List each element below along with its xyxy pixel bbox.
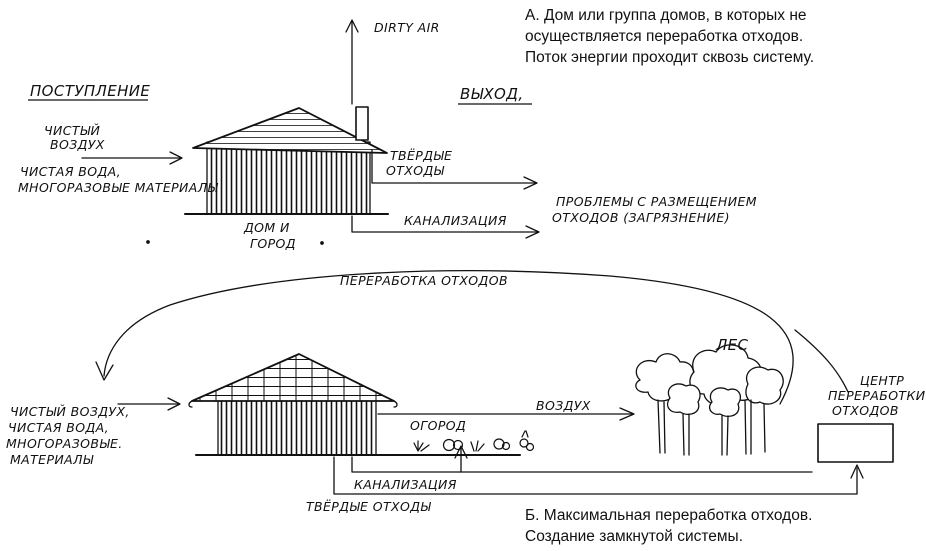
clean-air-label-1: ЧИСТЫЙ xyxy=(44,123,101,138)
caption-a-line-3: Поток энергии проходит сквозь систему. xyxy=(525,49,815,66)
recycling-loop-arrow xyxy=(95,270,794,405)
solid-waste-label-b: ТВЁРДЫЕ ОТХОДЫ xyxy=(306,499,431,514)
solid-waste-label-2: ОТХОДЫ xyxy=(386,163,445,178)
clean-water-label: ЧИСТАЯ ВОДА, xyxy=(20,164,121,179)
inputs-b-label-1: ЧИСТЫЙ ВОЗДУХ, xyxy=(10,404,130,419)
output-heading: ВЫХОД, xyxy=(460,85,524,103)
sewage-label-b: КАНАЛИЗАЦИЯ xyxy=(354,477,457,492)
problems-label-1: ПРОБЛЕМЫ С РАЗМЕЩЕНИЕМ xyxy=(556,194,757,209)
center-label-2: ПЕРЕРАБОТКИ xyxy=(828,388,926,403)
inputs-b-label-4: МАТЕРИАЛЫ xyxy=(10,452,94,467)
sewage-arrow-a xyxy=(351,215,540,239)
caption-b-line-1: Б. Максимальная переработка отходов. xyxy=(525,507,813,524)
garden-label: ОГОРОД xyxy=(410,418,466,433)
air-arrow xyxy=(377,407,635,421)
inputs-b-label-2: ЧИСТАЯ ВОДА, xyxy=(8,420,109,435)
reusable-materials-label: МНОГОРАЗОВЫЕ МАТЕРИАЛЫ xyxy=(18,180,219,195)
caption-b-line-2: Создание замкнутой системы. xyxy=(525,528,744,545)
input-arrow-a xyxy=(81,151,183,165)
house-label-2: ГОРОД xyxy=(250,236,296,251)
caption-a: А. Дом или группа домов, в которых не ос… xyxy=(525,5,814,68)
sewage-return-arrow xyxy=(333,456,864,495)
inputs-b-label-3: МНОГОРАЗОВЫЕ. xyxy=(6,436,123,451)
recycling-label: ПЕРЕРАБОТКА ОТХОДОВ xyxy=(340,273,508,288)
problems-label-2: ОТХОДОВ (ЗАГРЯЗНЕНИЕ) xyxy=(552,210,730,225)
caption-a-line-1: А. Дом или группа домов, в которых не xyxy=(525,7,807,24)
caption-b: Б. Максимальная переработка отходов. Соз… xyxy=(525,505,812,547)
dirty-air-label: DIRTY AIR xyxy=(374,20,440,35)
forest-trees-icon xyxy=(635,344,784,456)
clean-air-label-2: ВОЗДУХ xyxy=(50,137,105,152)
input-arrow-b xyxy=(117,397,181,411)
house-b-icon xyxy=(188,353,398,456)
input-heading: ПОСТУПЛЕНИЕ xyxy=(30,82,150,100)
air-label: ВОЗДУХ xyxy=(536,398,591,413)
sewage-label-a: КАНАЛИЗАЦИЯ xyxy=(404,213,507,228)
caption-a-line-2: осуществляется переработка отходов. xyxy=(525,28,804,45)
recycling-center-box xyxy=(817,423,894,463)
garden-plants-icon xyxy=(413,430,535,452)
solid-waste-label-1: ТВЁРДЫЕ xyxy=(390,148,452,163)
house-a-icon xyxy=(192,106,388,215)
dirty-air-arrow xyxy=(345,19,359,105)
forest-label: ЛЕС xyxy=(715,336,749,354)
recycling-center-link xyxy=(794,329,849,393)
waste-feedback-arrow xyxy=(351,445,813,473)
center-label-3: ОТХОДОВ xyxy=(832,403,899,418)
center-label-1: ЦЕНТР xyxy=(860,373,904,388)
solid-waste-arrow-a xyxy=(371,149,538,190)
house-label-1: ДОМ И xyxy=(243,220,290,235)
